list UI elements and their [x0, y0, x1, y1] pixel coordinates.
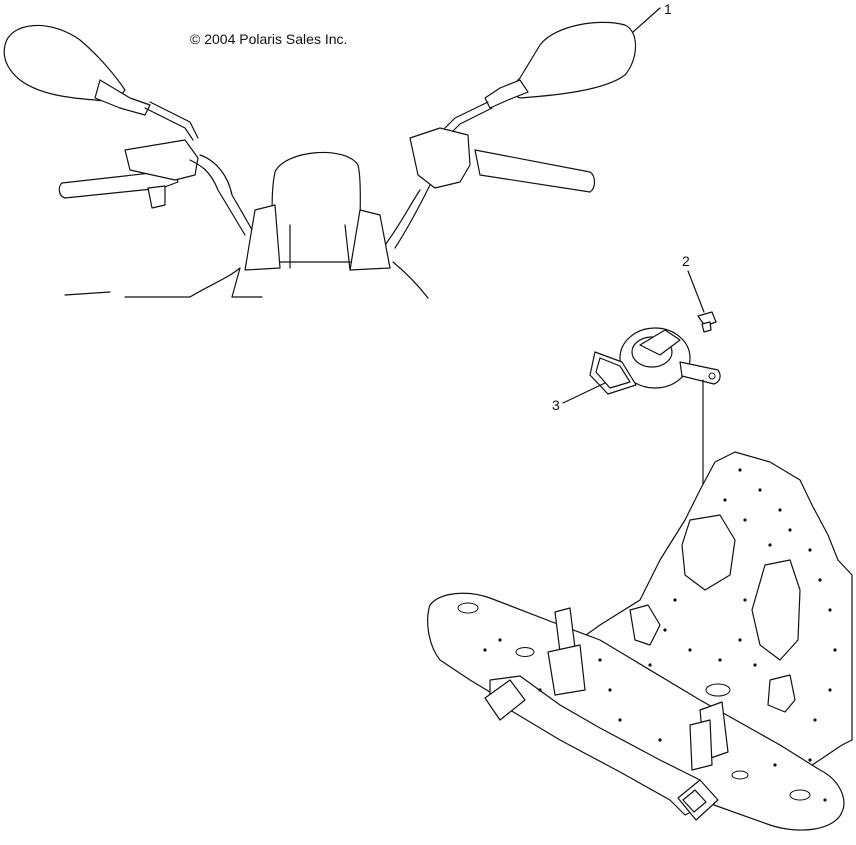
screw [697, 311, 717, 327]
horn-bracket [679, 361, 721, 385]
right-mirror [513, 21, 637, 99]
callout-1: 1 [632, 1, 672, 33]
callout-label-1: 1 [664, 1, 672, 17]
callout-3: 3 [552, 382, 606, 413]
callout-label-3: 3 [552, 397, 560, 413]
right-grip [474, 149, 596, 193]
callout-2: 2 [682, 253, 705, 313]
copyright-notice: © 2004 Polaris Sales Inc. [190, 31, 348, 47]
handlebar-assembly [3, 21, 637, 299]
callout-label-2: 2 [682, 253, 690, 269]
frame-assembly [427, 451, 853, 831]
horn-assembly [589, 311, 721, 395]
